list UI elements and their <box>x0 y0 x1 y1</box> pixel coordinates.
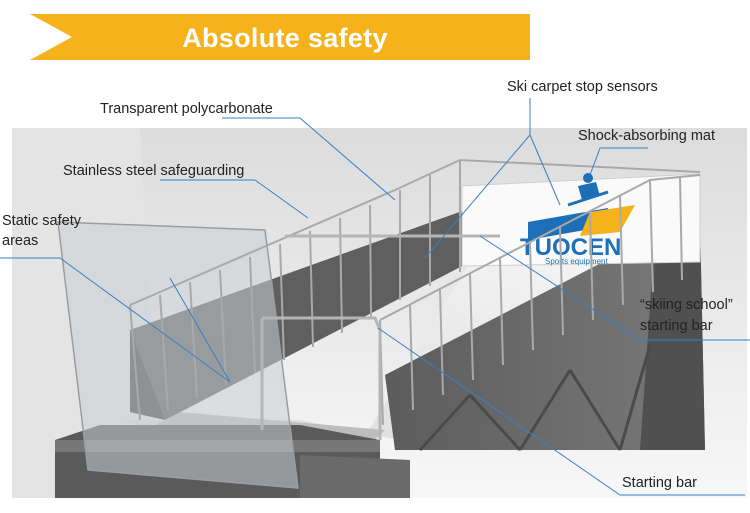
label-ski-carpet-sensors: Ski carpet stop sensors <box>507 79 658 95</box>
left-railing <box>129 159 701 421</box>
label-transparent-polycarbonate: Transparent polycarbonate <box>100 101 273 117</box>
starting-bar <box>260 316 382 440</box>
shock-absorbing-mat: TUOCEN Sports equipment <box>461 173 701 267</box>
leader-lines <box>0 98 750 496</box>
truss-structure <box>418 344 652 452</box>
right-railing <box>379 174 701 426</box>
label-static-safety-line2: areas <box>2 233 39 249</box>
label-starting-bar: Starting bar <box>622 475 697 491</box>
static-safety-panel <box>57 221 299 489</box>
label-stainless-steel: Stainless steel safeguarding <box>63 163 245 179</box>
label-shock-absorbing-mat: Shock-absorbing mat <box>578 128 716 144</box>
banner-chevron-icon <box>34 20 64 54</box>
right-side-wall <box>385 222 705 452</box>
skier-icon <box>567 173 609 207</box>
label-skiing-school-line1: “skiing school” <box>640 297 733 313</box>
label-static-safety-line1: Static safety <box>2 213 81 229</box>
mat-sub-text: Sports equipment <box>545 257 608 266</box>
label-skiing-school-line2: starting bar <box>640 318 713 334</box>
page-title: Absolute safety <box>182 22 388 53</box>
title-banner <box>30 14 530 60</box>
